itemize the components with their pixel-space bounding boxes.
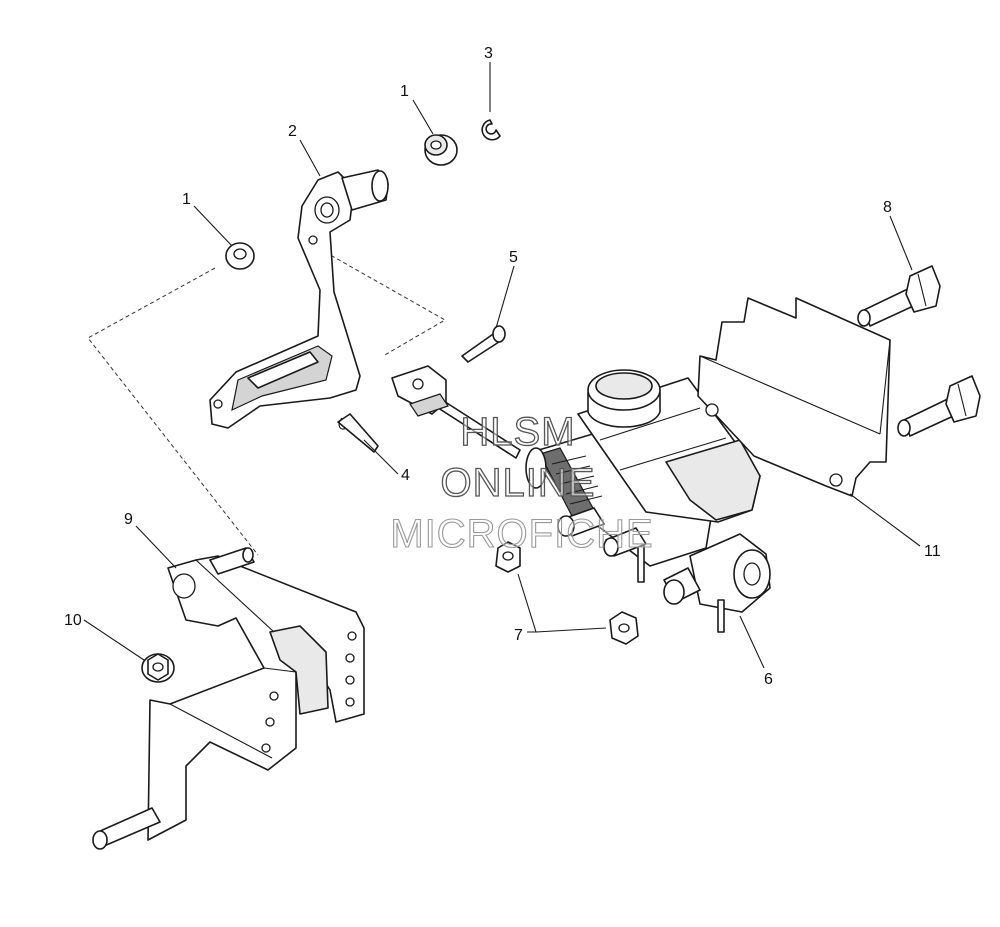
pushrod-clevis <box>391 365 521 459</box>
bolt-upper <box>857 265 941 327</box>
cotter-pin <box>337 413 379 453</box>
mounting-plate <box>697 297 891 497</box>
bushing-left <box>225 242 255 270</box>
watermark: HLSM ONLINE MICROFICHE <box>390 409 653 556</box>
callout-9: 9 <box>124 511 133 528</box>
callout-leaders <box>83 62 921 669</box>
callout-6: 6 <box>764 671 773 688</box>
nut-lower <box>609 611 639 645</box>
callout-3: 3 <box>484 45 493 62</box>
retaining-e-clip <box>481 119 501 141</box>
watermark-line-3: MICROFICHE <box>390 512 653 556</box>
callout-1-left: 1 <box>182 191 191 208</box>
callout-1-upper: 1 <box>400 83 409 100</box>
clevis-pin <box>461 325 506 363</box>
callout-10: 10 <box>64 612 82 629</box>
callout-8: 8 <box>883 199 892 216</box>
master-cylinder <box>525 369 771 633</box>
callout-5: 5 <box>509 249 518 266</box>
bolt-lower <box>897 375 981 437</box>
flange-nut <box>141 653 175 683</box>
callout-4: 4 <box>401 467 410 484</box>
nut-upper <box>495 541 521 573</box>
bushing-upper <box>424 134 458 166</box>
callout-11: 11 <box>924 543 941 560</box>
callout-2: 2 <box>288 123 297 140</box>
watermark-line-2: ONLINE <box>441 461 596 505</box>
brake-pedal-arm <box>209 169 389 429</box>
assembly-guide-lines <box>87 251 447 556</box>
watermark-line-1: HLSM <box>460 410 575 454</box>
pedal-bracket <box>92 547 365 850</box>
callout-labels: 3 1 2 1 5 4 8 11 6 7 9 10 <box>64 45 941 688</box>
callout-7: 7 <box>514 627 523 644</box>
